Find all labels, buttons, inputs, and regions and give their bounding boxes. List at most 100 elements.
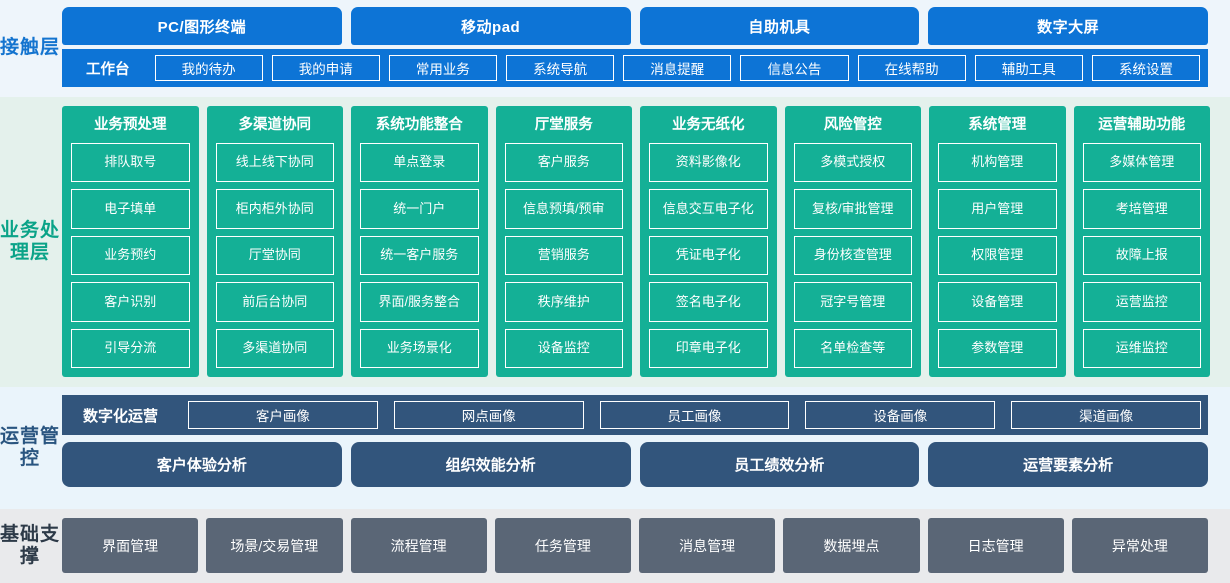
channel-row: PC/图形终端 移动pad 自助机具 数字大屏 [62, 7, 1208, 45]
ops-portrait-bar: 数字化运营 客户画像 网点画像 员工画像 设备画像 渠道画像 [62, 395, 1208, 435]
biz-column-title: 业务预处理 [94, 117, 167, 133]
biz-item[interactable]: 凭证电子化 [649, 235, 768, 276]
biz-item[interactable]: 运营监控 [1082, 282, 1201, 322]
biz-item[interactable]: 前后台协同 [215, 282, 334, 322]
base-row: 界面管理 场景/交易管理 流程管理 任务管理 消息管理 数据埋点 日志管理 异常… [62, 518, 1208, 573]
biz-item[interactable]: 电子填单 [71, 189, 190, 229]
channel-box-mobile-pad[interactable]: 移动pad [350, 7, 631, 45]
workbench-item-announcement[interactable]: 信息公告 [740, 55, 849, 81]
biz-column-multi-channel: 多渠道协同 线上线下协同 柜内柜外协同 厅堂协同 前后台协同 多渠道协同 [206, 106, 343, 377]
base-item-data-tracking[interactable]: 数据埋点 [783, 518, 920, 573]
biz-item[interactable]: 信息预填/预审 [504, 189, 623, 229]
workbench-item-system-settings[interactable]: 系统设置 [1091, 55, 1201, 81]
biz-item[interactable]: 厅堂协同 [215, 235, 334, 276]
ops-analysis-row: 客户体验分析 组织效能分析 员工绩效分析 运营要素分析 [62, 442, 1208, 487]
ops-portrait-device[interactable]: 设备画像 [805, 401, 996, 429]
biz-item[interactable]: 客户服务 [504, 143, 623, 183]
biz-item[interactable]: 统一客户服务 [360, 235, 479, 276]
ops-analysis-employee-performance[interactable]: 员工绩效分析 [639, 442, 920, 487]
biz-column-title: 系统管理 [968, 117, 1027, 133]
biz-column-pre-processing: 业务预处理 排队取号 电子填单 业务预约 客户识别 引导分流 [62, 106, 199, 377]
layer-base-label: 基础支撑 [0, 523, 61, 567]
base-item-process-management[interactable]: 流程管理 [350, 518, 487, 573]
biz-item[interactable]: 排队取号 [71, 143, 190, 183]
biz-item[interactable]: 引导分流 [71, 328, 190, 369]
biz-item[interactable]: 参数管理 [938, 328, 1057, 369]
biz-item[interactable]: 界面/服务整合 [360, 282, 479, 322]
biz-item[interactable]: 业务预约 [71, 235, 190, 276]
workbench-item-my-application[interactable]: 我的申请 [271, 55, 380, 81]
biz-item[interactable]: 单点登录 [360, 143, 479, 183]
workbench-item-system-navigation[interactable]: 系统导航 [506, 55, 615, 81]
biz-item[interactable]: 设备管理 [938, 282, 1057, 322]
layer-ops: 运营管控 数字化运营 客户画像 网点画像 员工画像 设备画像 渠道画像 客户体验… [0, 387, 1230, 509]
biz-item[interactable]: 名单检查等 [793, 328, 912, 369]
ops-analysis-operating-factors[interactable]: 运营要素分析 [928, 442, 1208, 487]
biz-item[interactable]: 考培管理 [1082, 189, 1201, 229]
biz-item[interactable]: 秩序维护 [504, 282, 623, 322]
biz-item[interactable]: 冠字号管理 [793, 282, 912, 322]
workbench-item-common-business[interactable]: 常用业务 [388, 55, 498, 81]
workbench-item-message-reminder[interactable]: 消息提醒 [623, 55, 732, 81]
channel-box-digital-screen[interactable]: 数字大屏 [928, 7, 1208, 45]
biz-column-title: 厅堂服务 [534, 117, 593, 133]
biz-item[interactable]: 用户管理 [938, 189, 1057, 229]
biz-item[interactable]: 故障上报 [1082, 235, 1201, 276]
layer-base-body: 界面管理 场景/交易管理 流程管理 任务管理 消息管理 数据埋点 日志管理 异常… [60, 509, 1230, 583]
ops-analysis-customer-experience[interactable]: 客户体验分析 [62, 442, 342, 487]
workbench-item-aux-tools[interactable]: 辅助工具 [974, 55, 1083, 81]
biz-column-lobby-service: 厅堂服务 客户服务 信息预填/预审 营销服务 秩序维护 设备监控 [495, 106, 632, 377]
biz-column-system-integration: 系统功能整合 单点登录 统一门户 统一客户服务 界面/服务整合 业务场景化 [351, 106, 488, 377]
biz-item[interactable]: 权限管理 [938, 235, 1057, 276]
base-item-exception-handling[interactable]: 异常处理 [1071, 518, 1208, 573]
base-item-scene-transaction-management[interactable]: 场景/交易管理 [206, 518, 343, 573]
biz-column-title: 运营辅助功能 [1098, 117, 1186, 133]
biz-item[interactable]: 柜内柜外协同 [215, 189, 334, 229]
base-item-task-management[interactable]: 任务管理 [494, 518, 631, 573]
biz-item[interactable]: 资料影像化 [649, 143, 768, 183]
ops-analysis-org-efficiency[interactable]: 组织效能分析 [350, 442, 631, 487]
ops-portrait-channel[interactable]: 渠道画像 [1011, 401, 1201, 429]
biz-column-ops-aux: 运营辅助功能 多媒体管理 考培管理 故障上报 运营监控 运维监控 [1073, 106, 1210, 377]
workbench-title: 工作台 [86, 61, 130, 78]
base-item-ui-management[interactable]: 界面管理 [62, 518, 199, 573]
channel-box-self-service[interactable]: 自助机具 [639, 7, 920, 45]
biz-item[interactable]: 复核/审批管理 [793, 189, 912, 229]
layer-base: 基础支撑 界面管理 场景/交易管理 流程管理 任务管理 消息管理 数据埋点 日志… [0, 509, 1230, 583]
biz-item[interactable]: 运维监控 [1082, 328, 1201, 369]
biz-item[interactable]: 线上线下协同 [215, 143, 334, 183]
base-item-message-management[interactable]: 消息管理 [639, 518, 776, 573]
biz-item[interactable]: 多模式授权 [793, 143, 912, 183]
layer-ops-body: 数字化运营 客户画像 网点画像 员工画像 设备画像 渠道画像 客户体验分析 组织… [60, 387, 1230, 509]
ops-portrait-employee[interactable]: 员工画像 [599, 401, 790, 429]
biz-column-title: 多渠道协同 [238, 117, 312, 133]
channel-box-pc[interactable]: PC/图形终端 [62, 7, 342, 45]
ops-portrait-title: 数字化运营 [83, 407, 159, 425]
biz-item[interactable]: 营销服务 [504, 235, 623, 276]
biz-item[interactable]: 客户识别 [71, 282, 190, 322]
biz-column-title: 风险管控 [823, 117, 882, 133]
biz-item[interactable]: 机构管理 [938, 143, 1057, 183]
biz-item[interactable]: 多渠道协同 [215, 328, 334, 369]
base-item-log-management[interactable]: 日志管理 [927, 518, 1064, 573]
biz-column-title: 系统功能整合 [375, 117, 463, 133]
biz-item[interactable]: 印章电子化 [649, 328, 768, 369]
biz-column-paperless: 业务无纸化 资料影像化 信息交互电子化 凭证电子化 签名电子化 印章电子化 [640, 106, 777, 377]
biz-item[interactable]: 身份核查管理 [793, 235, 912, 276]
layer-contact-body: PC/图形终端 移动pad 自助机具 数字大屏 工作台 我的待办 我的申请 常用… [60, 0, 1230, 97]
ops-portrait-branch[interactable]: 网点画像 [393, 401, 584, 429]
biz-item[interactable]: 多媒体管理 [1082, 143, 1201, 183]
biz-item[interactable]: 信息交互电子化 [649, 189, 768, 229]
layer-contact-label: 接触层 [0, 37, 61, 59]
layer-business-label: 业务处理层 [0, 219, 61, 263]
biz-item[interactable]: 统一门户 [360, 189, 479, 229]
biz-item[interactable]: 设备监控 [504, 328, 623, 369]
biz-item[interactable]: 业务场景化 [360, 328, 479, 369]
biz-column-title: 业务无纸化 [672, 117, 745, 133]
workbench-item-online-help[interactable]: 在线帮助 [857, 55, 966, 81]
ops-portrait-customer[interactable]: 客户画像 [188, 401, 378, 429]
biz-item[interactable]: 签名电子化 [649, 282, 768, 322]
layer-business-body: 业务预处理 排队取号 电子填单 业务预约 客户识别 引导分流 多渠道协同 线上线… [60, 97, 1230, 387]
workbench-item-my-todo[interactable]: 我的待办 [154, 55, 263, 81]
